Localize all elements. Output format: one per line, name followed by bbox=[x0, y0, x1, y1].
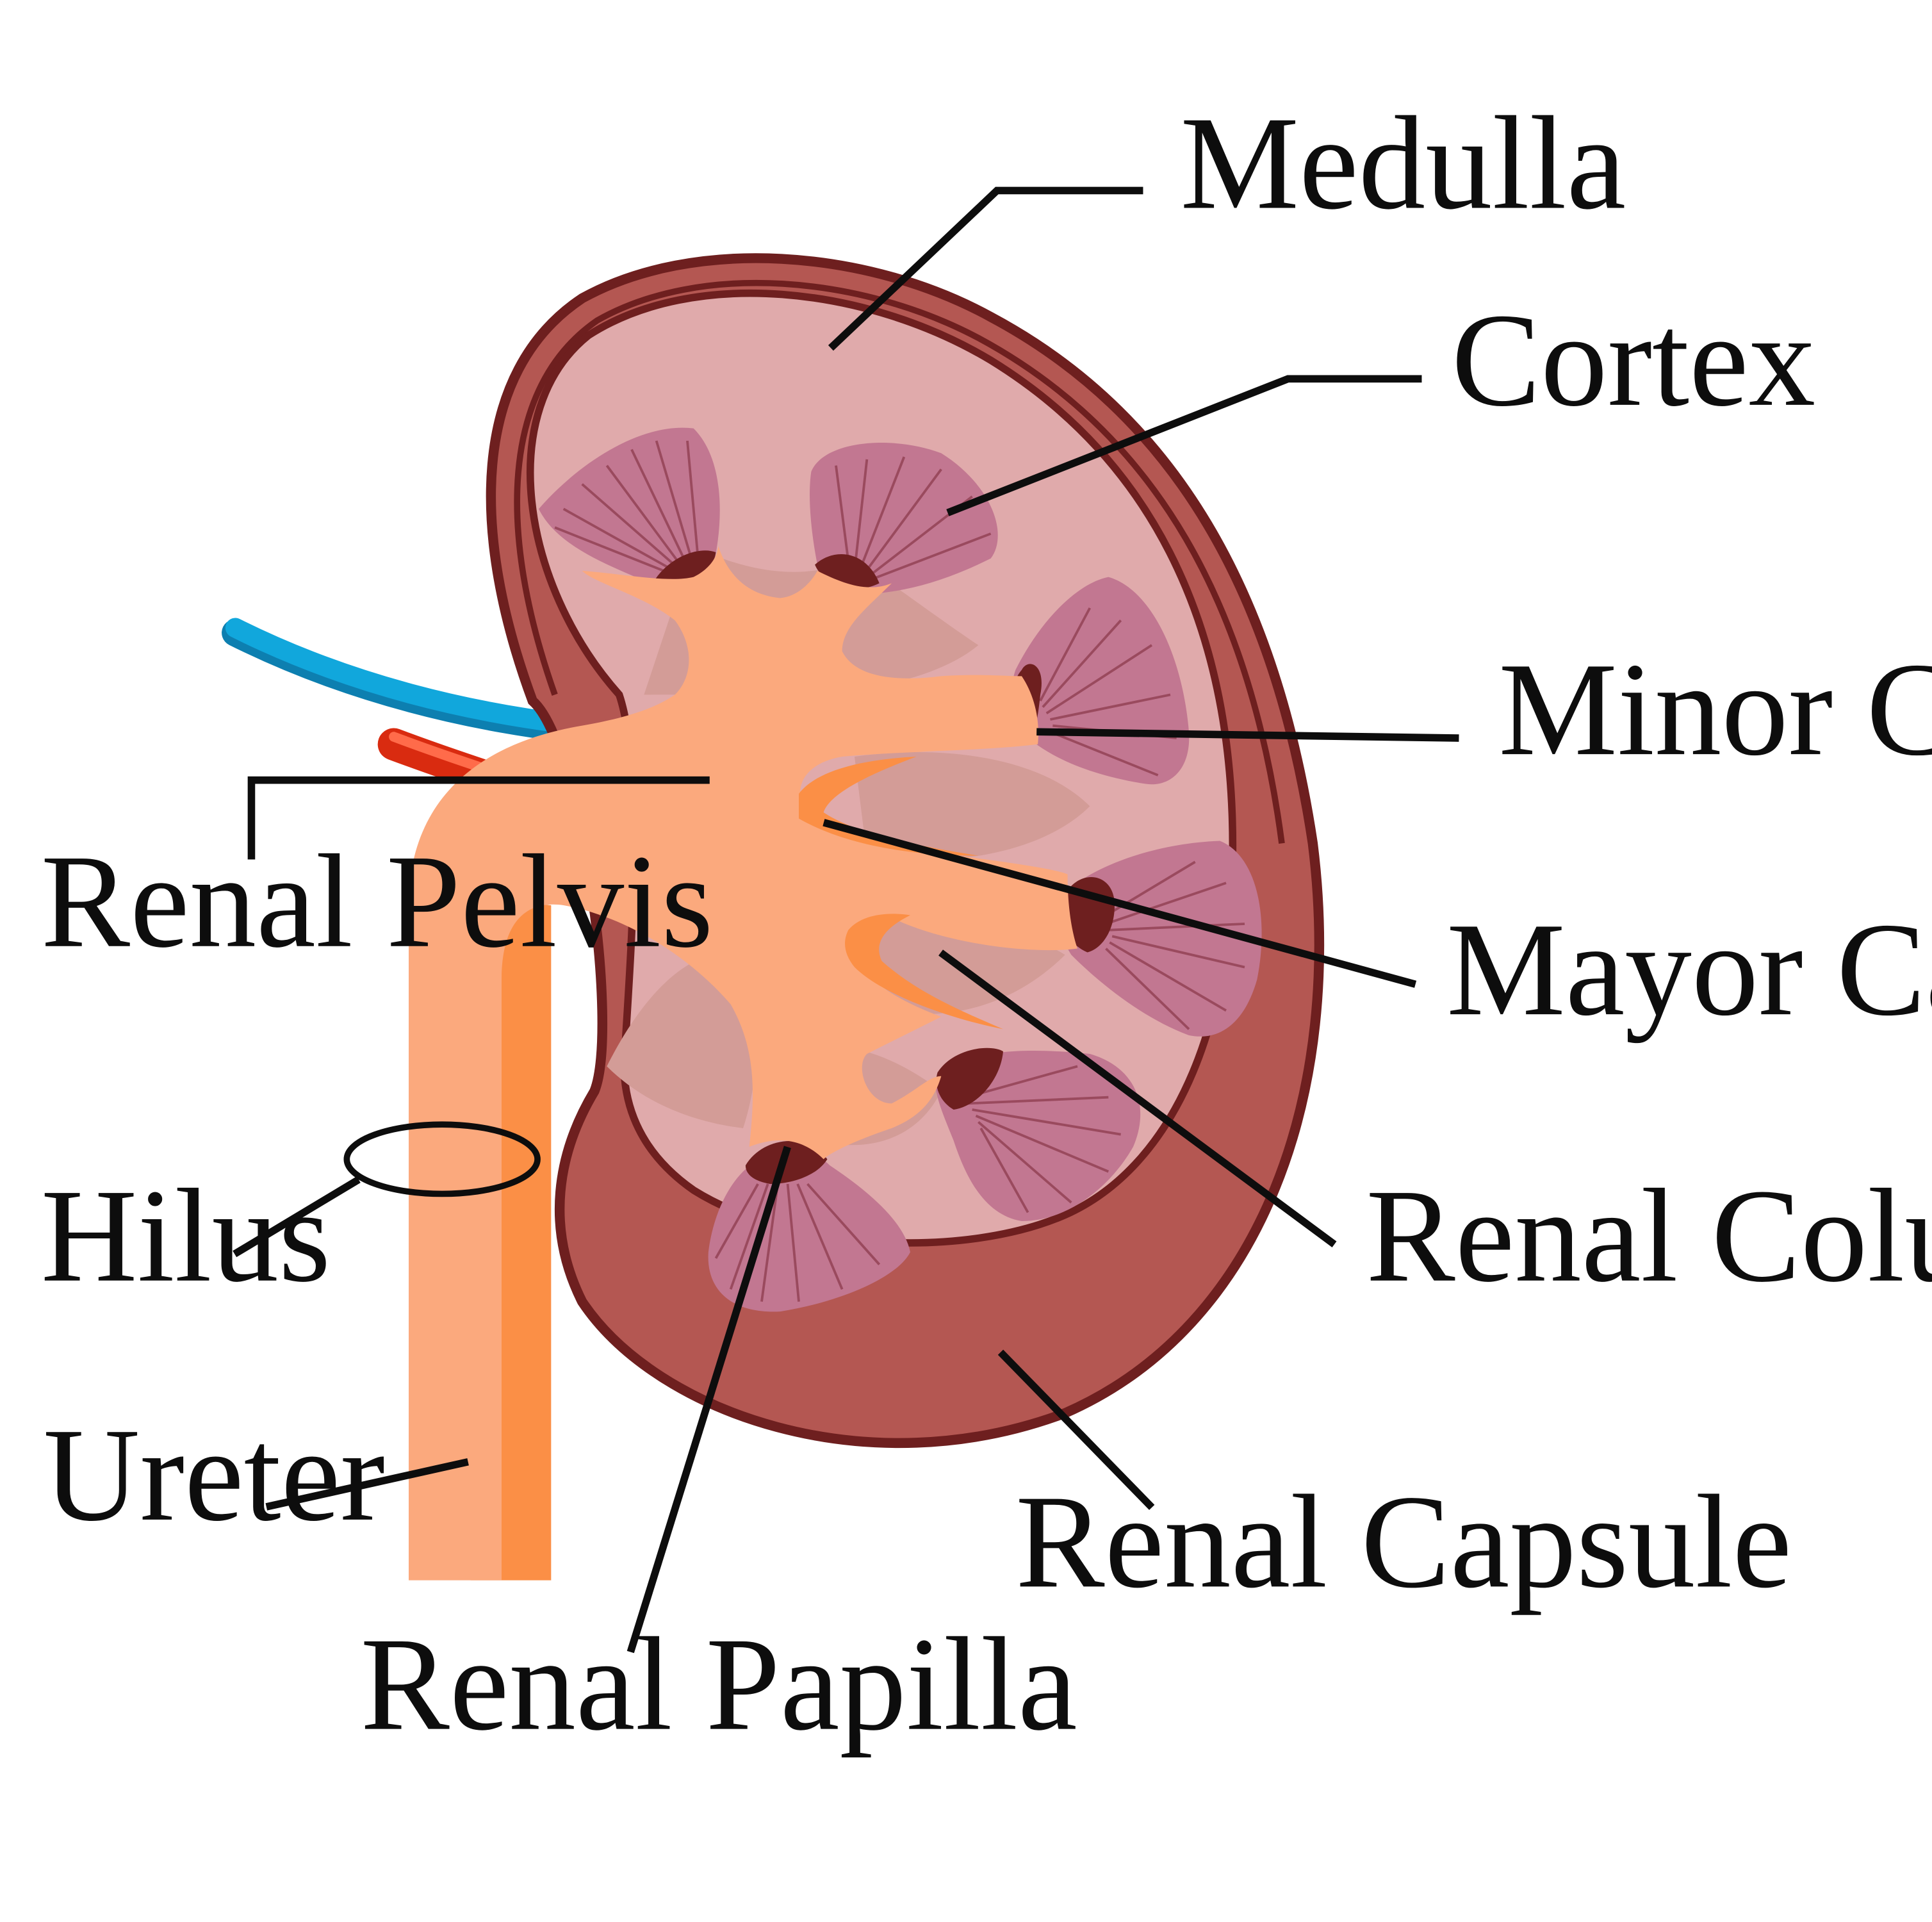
pyramid-top-left bbox=[539, 427, 720, 586]
medullary-pyramids bbox=[539, 427, 1262, 1312]
pelvis-body bbox=[409, 546, 1077, 1581]
label-renal-papilla: Renal Papilla bbox=[361, 1611, 1077, 1759]
label-ureter: Ureter bbox=[44, 1401, 385, 1549]
label-minor-calyx: Minor Calyx bbox=[1498, 636, 1932, 784]
labels: Medulla Cortex Minor Calyx Renal Pelvis … bbox=[41, 90, 1932, 1759]
label-mayor-calyx: Mayor Calyx bbox=[1446, 896, 1932, 1044]
label-renal-pelvis: Renal Pelvis bbox=[41, 828, 714, 976]
label-cortex: Cortex bbox=[1452, 286, 1815, 434]
leader-renal-capsule bbox=[997, 1349, 1155, 1510]
leader-medulla bbox=[828, 186, 1143, 351]
leader-hilus bbox=[233, 1176, 361, 1258]
pyramid-bottom-right bbox=[935, 1047, 1141, 1221]
pyramid-right-lower bbox=[1061, 841, 1262, 1037]
leader-lines bbox=[233, 186, 1459, 1654]
leader-ureter bbox=[265, 1458, 469, 1511]
leader-mayor-calyx bbox=[823, 819, 1417, 988]
label-renal-capsule: Renal Capsule bbox=[1015, 1468, 1792, 1616]
label-hilus: Hilus bbox=[41, 1162, 331, 1310]
leader-renal-pelvis bbox=[247, 776, 710, 860]
label-renal-columns: Renal Columns bbox=[1366, 1162, 1932, 1310]
label-medulla: Medulla bbox=[1180, 90, 1626, 238]
leader-renal-papilla bbox=[626, 1146, 791, 1654]
hilus-marker bbox=[343, 1121, 541, 1197]
leader-minor-calyx bbox=[1036, 728, 1459, 742]
leader-renal-columns bbox=[938, 949, 1337, 1247]
capsule-inner-line bbox=[514, 279, 1285, 844]
leader-cortex bbox=[946, 375, 1422, 516]
